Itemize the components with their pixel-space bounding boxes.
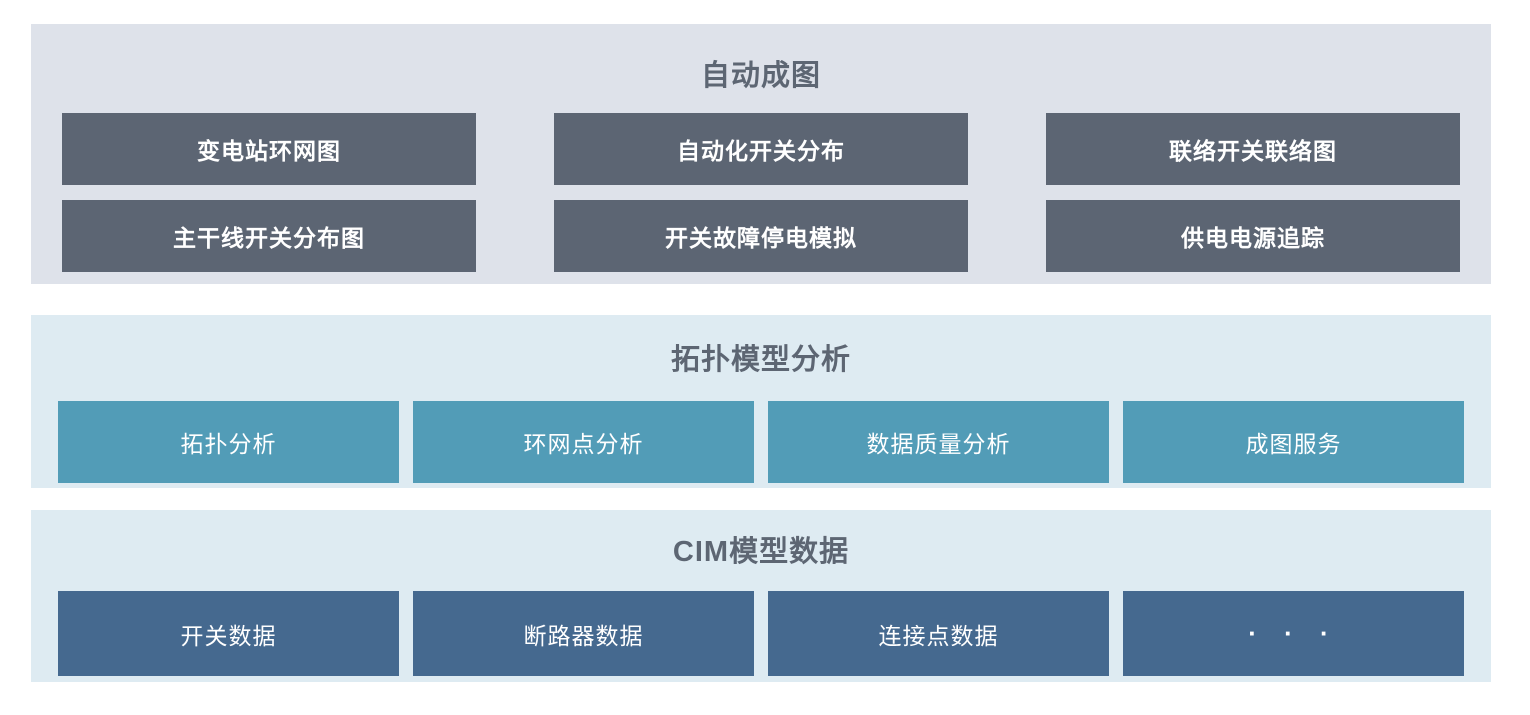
auto-diagram-section: 自动成图 变电站环网图 自动化开关分布 联络开关联络图 主干线开关分布图 开关故… bbox=[31, 24, 1491, 284]
cim-model-data-section-title: CIM模型数据 bbox=[672, 536, 850, 568]
cim-model-data-block-row: 开关数据 断路器数据 连接点数据 · · · bbox=[31, 591, 1491, 676]
block-automated-switch-distribution: 自动化开关分布 bbox=[554, 113, 968, 185]
block-power-supply-source-tracing: 供电电源追踪 bbox=[1046, 200, 1460, 272]
auto-diagram-block-grid: 变电站环网图 自动化开关分布 联络开关联络图 主干线开关分布图 开关故障停电模拟… bbox=[31, 113, 1491, 272]
block-switch-fault-outage-simulation: 开关故障停电模拟 bbox=[554, 200, 968, 272]
block-topology-analysis: 拓扑分析 bbox=[58, 401, 399, 483]
block-switch-data: 开关数据 bbox=[58, 591, 399, 676]
block-tie-switch-connection-diagram: 联络开关联络图 bbox=[1046, 113, 1460, 185]
block-diagram-service: 成图服务 bbox=[1123, 401, 1464, 483]
block-circuit-breaker-data: 断路器数据 bbox=[413, 591, 754, 676]
auto-diagram-section-title: 自动成图 bbox=[700, 60, 821, 92]
topology-analysis-block-row: 拓扑分析 环网点分析 数据质量分析 成图服务 bbox=[31, 401, 1491, 483]
topology-analysis-section: 拓扑模型分析 拓扑分析 环网点分析 数据质量分析 成图服务 bbox=[31, 315, 1491, 488]
topology-analysis-section-title: 拓扑模型分析 bbox=[670, 344, 851, 376]
block-ring-point-analysis: 环网点分析 bbox=[413, 401, 754, 483]
block-connection-point-data: 连接点数据 bbox=[768, 591, 1109, 676]
block-data-quality-analysis: 数据质量分析 bbox=[768, 401, 1109, 483]
cim-model-data-section: CIM模型数据 开关数据 断路器数据 连接点数据 · · · bbox=[31, 510, 1491, 682]
block-more-ellipsis: · · · bbox=[1123, 591, 1464, 676]
block-trunk-line-switch-distribution-diagram: 主干线开关分布图 bbox=[62, 200, 476, 272]
block-substation-ring-network-diagram: 变电站环网图 bbox=[62, 113, 476, 185]
